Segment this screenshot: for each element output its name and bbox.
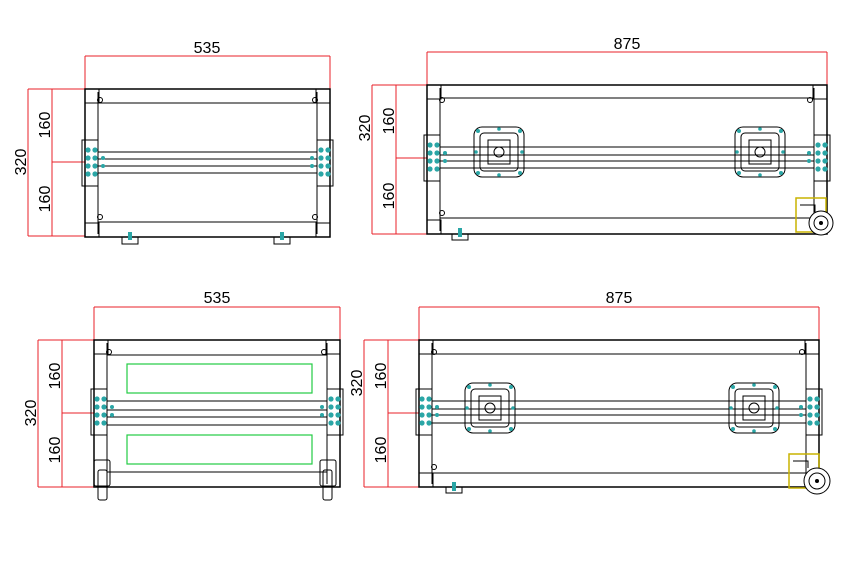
height-dimension: 320 160 160 [349,339,419,488]
lower-height-label: 160 [373,437,390,464]
hinge-plate-icon [415,388,823,436]
lower-height-label: 160 [47,437,64,464]
width-dimension: 875 [426,36,828,86]
upper-height-label: 160 [37,112,54,139]
label-panel [126,363,313,465]
butterfly-latch-icon [473,126,525,178]
height-dimension: 320 160 160 [23,339,94,488]
lower-height-label: 160 [37,186,54,213]
hinge-plate-icon [81,139,334,187]
upper-height-label: 160 [373,363,390,390]
width-dimension: 535 [93,290,341,343]
castor-wheel-icon [93,459,337,501]
width-label: 875 [614,36,641,53]
view-bottom-right: 875 320 160 160 [349,290,831,495]
width-label: 535 [194,40,221,57]
hinge-plate-icon [90,388,344,436]
case-body [84,88,331,238]
width-label: 535 [204,290,231,307]
butterfly-latch-icon [728,382,780,434]
height-dimension: 320 160 160 [357,84,427,235]
foot-icon [121,232,291,245]
view-top-right: 875 320 160 160 [357,36,834,241]
castor-wheel-icon [788,453,831,495]
lower-height-label: 160 [381,183,398,210]
width-dimension: 535 [84,40,331,92]
width-label: 875 [606,290,633,307]
corner-bracket-icon [93,339,341,355]
butterfly-latch-icon [734,126,786,178]
total-height-label: 320 [349,370,366,397]
height-dimension: 320 160 160 [13,88,85,237]
hinge-plate-icon [423,134,831,182]
corner-bracket-icon [426,84,828,235]
view-top-left: 535 320 160 160 [13,40,334,245]
foot-icon [445,482,463,494]
upper-height-label: 160 [381,108,398,135]
corner-bracket-icon [84,88,331,238]
butterfly-latch-icon [464,382,516,434]
total-height-label: 320 [13,149,30,176]
total-height-label: 320 [23,400,40,427]
case-body [426,84,828,235]
corner-bracket-icon [418,339,820,488]
width-dimension: 875 [418,290,820,342]
foot-icon [451,228,469,241]
total-height-label: 320 [357,115,374,142]
case-body [418,339,820,488]
upper-height-label: 160 [47,363,64,390]
case-body [93,339,341,488]
castor-wheel-icon [795,197,834,236]
view-bottom-left: 535 320 160 160 [23,290,344,501]
